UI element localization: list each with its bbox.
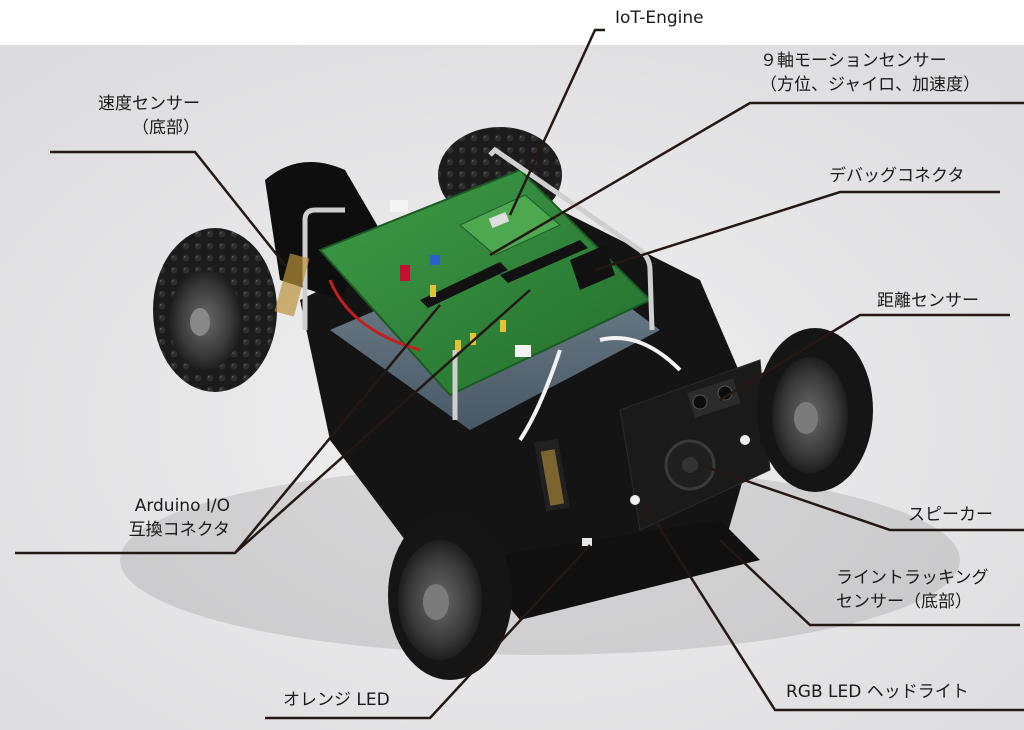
label-debug-connector: デバッグコネクタ (829, 164, 964, 188)
label-text-line1: ９軸モーションセンサー (760, 51, 947, 71)
leader-speed-sensor (50, 150, 286, 266)
roll-bar-right (488, 146, 655, 331)
label-text: スピーカー (908, 505, 993, 525)
header-strip (0, 0, 1024, 45)
leader-lines (15, 28, 1024, 720)
white-wire (518, 349, 562, 442)
component (430, 255, 440, 265)
front-shock (534, 438, 570, 512)
label-orange-led: オレンジ LED (283, 688, 390, 712)
component (455, 340, 461, 352)
label-speed-sensor: 速度センサー （底部） (40, 92, 200, 140)
label-text-line2: センサー（底部） (836, 592, 972, 612)
front-right-wheel (757, 328, 873, 492)
speaker-center (682, 457, 698, 473)
label-distance-sensor: 距離センサー (877, 289, 979, 313)
roll-bar-left (302, 207, 345, 330)
leader-arduino-b (234, 289, 531, 554)
header-pins-b (500, 240, 588, 283)
label-text: デバッグコネクタ (829, 166, 965, 186)
debug-header (570, 245, 615, 290)
label-text: オレンジ LED (283, 690, 390, 710)
label-text-line1: 速度センサー (98, 94, 200, 114)
label-text-line1: ライントラッキング (836, 568, 989, 588)
leader-speaker (699, 463, 1024, 532)
component (500, 320, 506, 332)
connector (390, 200, 408, 212)
orange-led (582, 538, 592, 546)
front-left-wheel (388, 510, 512, 680)
iot-engine-module (459, 194, 561, 256)
leader-debug-connector (594, 190, 1000, 272)
rgb-led (630, 495, 640, 505)
rear-left-wheel (153, 228, 277, 392)
leader-line-tracking (719, 539, 1020, 627)
label-text-line1: Arduino I/O (134, 496, 230, 516)
header-pins-a (420, 262, 508, 308)
leader-motion-sensor (489, 101, 1024, 257)
label-arduino-connector: Arduino I/O 互換コネクタ (80, 494, 230, 542)
rgb-led (740, 435, 750, 445)
red-wire (328, 279, 421, 352)
label-text: RGB LED ヘッドライト (786, 682, 969, 702)
leader-iot-engine (508, 28, 605, 216)
leader-distance-sensor (719, 313, 1010, 402)
chip (488, 211, 510, 229)
label-speaker: スピーカー (908, 503, 993, 527)
connector (515, 345, 531, 357)
white-wire (599, 336, 682, 372)
label-text-line2: （方位、ジャイロ、加速度） (760, 75, 981, 95)
component (470, 333, 476, 345)
label-iot-engine: IoT-Engine (615, 6, 704, 30)
component (430, 285, 436, 297)
label-line-tracking: ライントラッキング センサー（底部） (836, 566, 989, 614)
distance-sensor-eye (692, 394, 708, 410)
label-rgb-led: RGB LED ヘッドライト (786, 680, 969, 704)
leader-rgb-led (643, 504, 1024, 712)
label-text-line2: （底部） (132, 118, 200, 138)
component (400, 265, 410, 281)
label-text: 距離センサー (877, 291, 979, 311)
label-text-line2: 互換コネクタ (128, 520, 230, 540)
rear-shock (274, 253, 310, 317)
label-motion-sensor: ９軸モーションセンサー （方位、ジャイロ、加速度） (760, 49, 980, 97)
label-text: IoT-Engine (615, 8, 704, 28)
leader-orange-led (265, 544, 591, 720)
